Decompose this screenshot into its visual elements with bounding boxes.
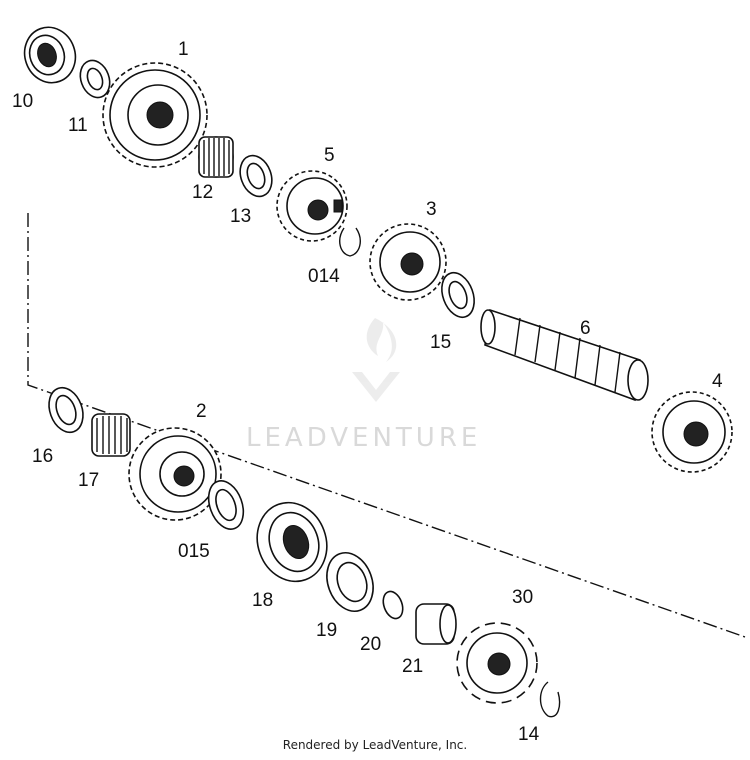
circlip-14-icon: [539, 681, 561, 718]
needle-bearing-17-icon: [91, 413, 131, 457]
assembly-axis-line: [27, 213, 746, 638]
gear-1-icon: [102, 62, 208, 168]
part-label-12[interactable]: 12: [192, 182, 213, 203]
sprocket-30-icon: [456, 622, 538, 704]
circlip-014-icon: [339, 227, 361, 257]
thrust-washer-16-icon: [48, 386, 84, 434]
gear-3-icon: [369, 223, 447, 301]
part-label-6[interactable]: 6: [580, 318, 591, 339]
part-label-21[interactable]: 21: [402, 656, 423, 677]
part-label-19[interactable]: 19: [316, 620, 337, 641]
gear-2-icon: [128, 427, 222, 521]
o-ring-20-icon: [382, 590, 404, 620]
part-label-13[interactable]: 13: [230, 206, 251, 227]
watermark-logo-icon: [352, 318, 400, 402]
ball-bearing-18-icon: [256, 501, 328, 583]
part-label-2[interactable]: 2: [196, 401, 207, 422]
gear-5-icon: [276, 170, 348, 242]
thrust-washer-13-icon: [239, 154, 273, 198]
thrust-washer-15-icon: [441, 271, 475, 319]
part-label-5[interactable]: 5: [324, 145, 335, 166]
part-label-4[interactable]: 4: [712, 371, 723, 392]
part-label-15[interactable]: 15: [430, 332, 451, 353]
part-label-015[interactable]: 015: [178, 541, 210, 562]
part-label-20[interactable]: 20: [360, 634, 381, 655]
part-label-14[interactable]: 14: [518, 724, 540, 745]
part-label-18[interactable]: 18: [252, 590, 273, 611]
watermark-text: LEADVENTURE: [246, 423, 481, 453]
part-label-1[interactable]: 1: [178, 39, 189, 60]
part-label-3[interactable]: 3: [426, 199, 437, 220]
oil-seal-19-icon: [326, 552, 374, 612]
part-label-30[interactable]: 30: [512, 587, 533, 608]
gear-4-icon: [651, 391, 733, 473]
part-label-10[interactable]: 10: [12, 91, 33, 112]
part-label-014[interactable]: 014: [308, 266, 340, 287]
part-label-11[interactable]: 11: [68, 115, 88, 136]
needle-bearing-12-icon: [198, 136, 234, 178]
ball-bearing-10-icon: [23, 26, 77, 84]
thrust-washer-11-icon: [79, 59, 111, 99]
footer-credit: Rendered by LeadVenture, Inc.: [282, 738, 468, 752]
part-label-17[interactable]: 17: [78, 470, 99, 491]
bushing-21-icon: [415, 603, 457, 645]
part-label-16[interactable]: 16: [32, 446, 53, 467]
thrust-washer-015-icon: [207, 480, 245, 530]
main-shaft-6-icon: [480, 308, 649, 402]
